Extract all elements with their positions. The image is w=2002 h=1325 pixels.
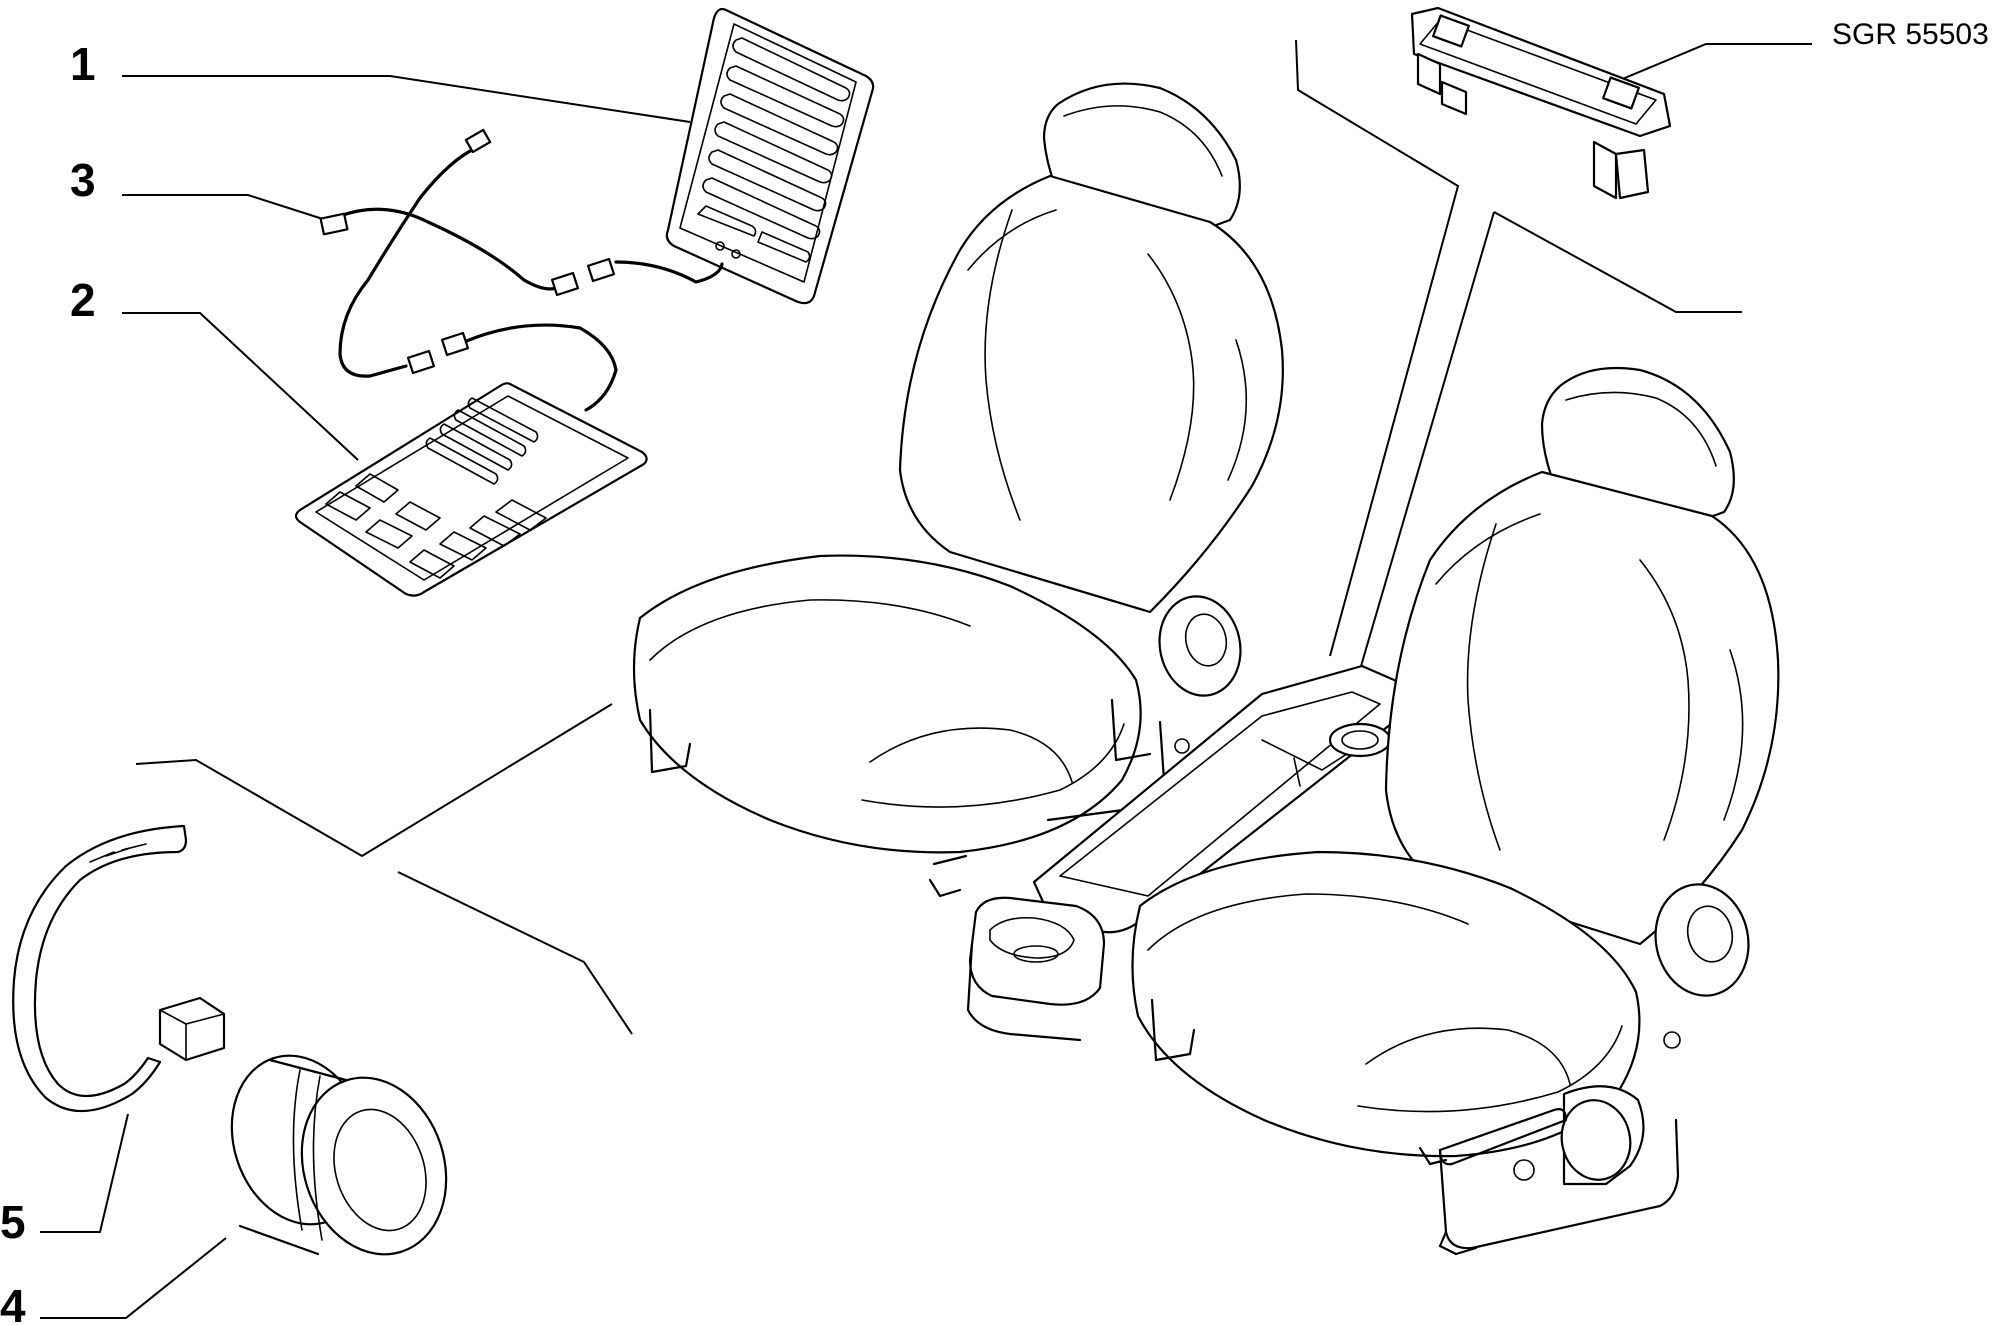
cushion-heating-pad: [294, 382, 648, 597]
leader-sgr: [1619, 43, 1812, 81]
backrest-heating-pad: [665, 7, 875, 305]
heater-switch: [1410, 6, 1672, 200]
connector: [319, 212, 349, 236]
leader-2: [122, 312, 359, 461]
leader-lines: [40, 43, 1812, 1319]
left-seat: [632, 82, 1284, 898]
callout-2: 2: [70, 274, 96, 326]
connector: [550, 271, 580, 297]
callout-3: 3: [70, 154, 96, 206]
strap-band: [12, 824, 226, 1113]
wiring-harness: [319, 128, 724, 412]
assembly-lines: [135, 39, 1742, 1035]
center-console: [966, 664, 1410, 1042]
connector: [464, 128, 492, 154]
leader-5: [40, 1113, 129, 1233]
adjuster-knob: [230, 1054, 448, 1256]
connector: [586, 257, 616, 283]
callout-4: 4: [0, 1280, 26, 1325]
callout-5: 5: [0, 1196, 26, 1248]
leader-1: [122, 75, 691, 123]
right-seat: [1131, 366, 1780, 1256]
callout-1: 1: [70, 38, 96, 90]
leader-3: [122, 194, 327, 221]
leader-4: [40, 1237, 227, 1319]
reference-code: SGR 55503: [1832, 18, 1989, 51]
connector: [440, 331, 470, 357]
connector: [406, 349, 436, 375]
